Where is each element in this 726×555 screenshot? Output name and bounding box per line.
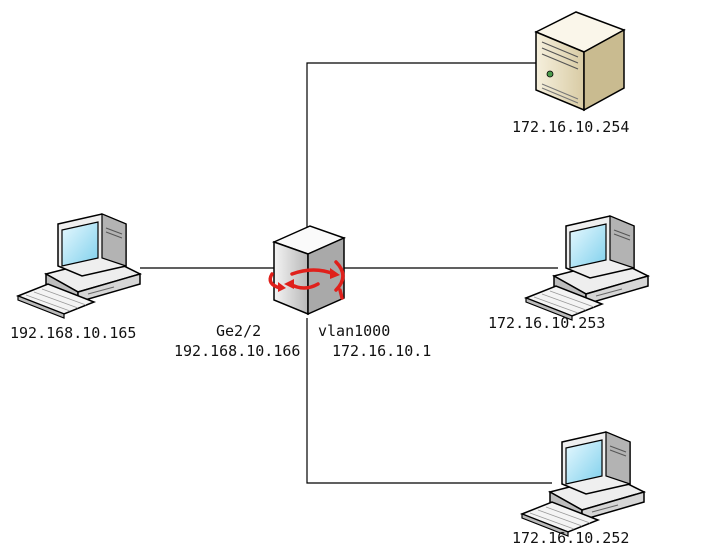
pc-left-ip-label: 192.168.10.165 bbox=[10, 324, 136, 342]
computer-right-2-icon bbox=[521, 431, 645, 537]
router-port-right-name-label: vlan1000 bbox=[318, 322, 390, 340]
pc-right-2-ip-label: 172.16.10.252 bbox=[512, 529, 629, 547]
rotation-arrows-icon bbox=[268, 260, 345, 300]
router-port-left-ip-label: 192.168.10.166 bbox=[174, 342, 300, 360]
link-router-pc-right-2 bbox=[306, 318, 552, 484]
computer-left-icon bbox=[17, 213, 141, 319]
server-icon bbox=[534, 11, 626, 112]
server-ip-label: 172.16.10.254 bbox=[512, 118, 629, 136]
router-icon bbox=[268, 225, 347, 316]
pc-right-1-ip-label: 172.16.10.253 bbox=[488, 314, 605, 332]
router-port-left-name-label: Ge2/2 bbox=[216, 322, 261, 340]
router-port-right-ip-label: 172.16.10.1 bbox=[332, 342, 431, 360]
connection-lines bbox=[140, 62, 558, 484]
link-router-server bbox=[306, 62, 540, 228]
